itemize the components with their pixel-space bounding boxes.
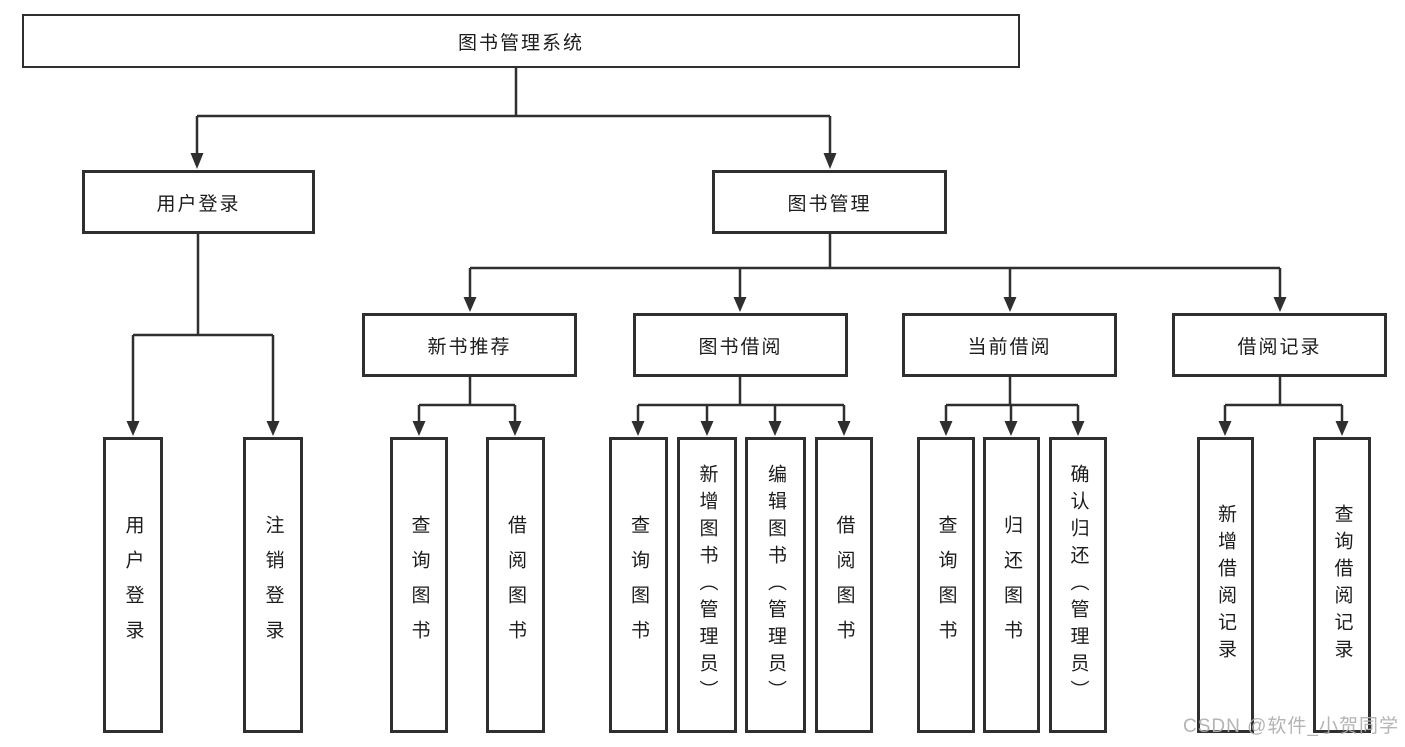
csdn-watermark: CSDN @软件_小贺同学 [1183, 716, 1399, 737]
node-label: 用户登录 [156, 193, 241, 215]
leaf-query-books-2: 查询图书 [609, 437, 668, 733]
node-label: 确认归还（管理员） [1067, 463, 1089, 707]
leaf-add-borrow-record: 新增借阅记录 [1197, 437, 1254, 733]
node-label: 新增借阅记录 [1215, 504, 1236, 666]
node-label: 注销登录 [262, 515, 284, 655]
node-book-borrowing: 图书借阅 [633, 313, 848, 377]
leaf-borrow-books-1: 借阅图书 [486, 437, 545, 733]
node-label: 查询图书 [935, 515, 957, 655]
node-book-management-branch: 图书管理 [712, 170, 947, 234]
node-library-management-system: 图书管理系统 [22, 14, 1020, 68]
leaf-query-borrow-record: 查询借阅记录 [1313, 437, 1371, 733]
node-label: 编辑图书（管理员） [765, 463, 786, 707]
leaf-edit-books-admin: 编辑图书（管理员） [745, 437, 806, 733]
node-label: 图书管理系统 [457, 32, 584, 54]
node-label: 借阅记录 [1237, 336, 1322, 358]
leaf-return-books: 归还图书 [983, 437, 1040, 733]
node-label: 查询借阅记录 [1331, 504, 1353, 666]
arrowheads [126, 153, 1349, 436]
node-label: 借阅图书 [505, 515, 526, 655]
leaf-borrow-books-2: 借阅图书 [815, 437, 873, 733]
leaf-logout: 注销登录 [243, 437, 303, 733]
leaf-confirm-return-admin: 确认归还（管理员） [1049, 437, 1107, 733]
node-label: 查询图书 [408, 515, 430, 655]
node-label: 查询图书 [628, 515, 649, 655]
leaf-query-books-3: 查询图书 [917, 437, 975, 733]
node-current-borrowing: 当前借阅 [902, 313, 1117, 377]
node-label: 图书管理 [787, 193, 872, 215]
leaf-add-books-admin: 新增图书（管理员） [677, 437, 737, 733]
node-label: 当前借阅 [967, 336, 1052, 358]
node-label: 用户登录 [122, 515, 144, 655]
node-label: 借阅图书 [833, 515, 855, 655]
node-borrowing-records: 借阅记录 [1172, 313, 1387, 377]
node-new-book-recommendation: 新书推荐 [362, 313, 577, 377]
node-label: 新增图书（管理员） [696, 463, 718, 707]
node-label: 归还图书 [1001, 515, 1022, 655]
node-label: 图书借阅 [698, 336, 783, 358]
leaf-user-login: 用户登录 [103, 437, 163, 733]
node-user-login-branch: 用户登录 [82, 170, 315, 234]
leaf-query-books-1: 查询图书 [390, 437, 448, 733]
node-label: 新书推荐 [427, 336, 512, 358]
